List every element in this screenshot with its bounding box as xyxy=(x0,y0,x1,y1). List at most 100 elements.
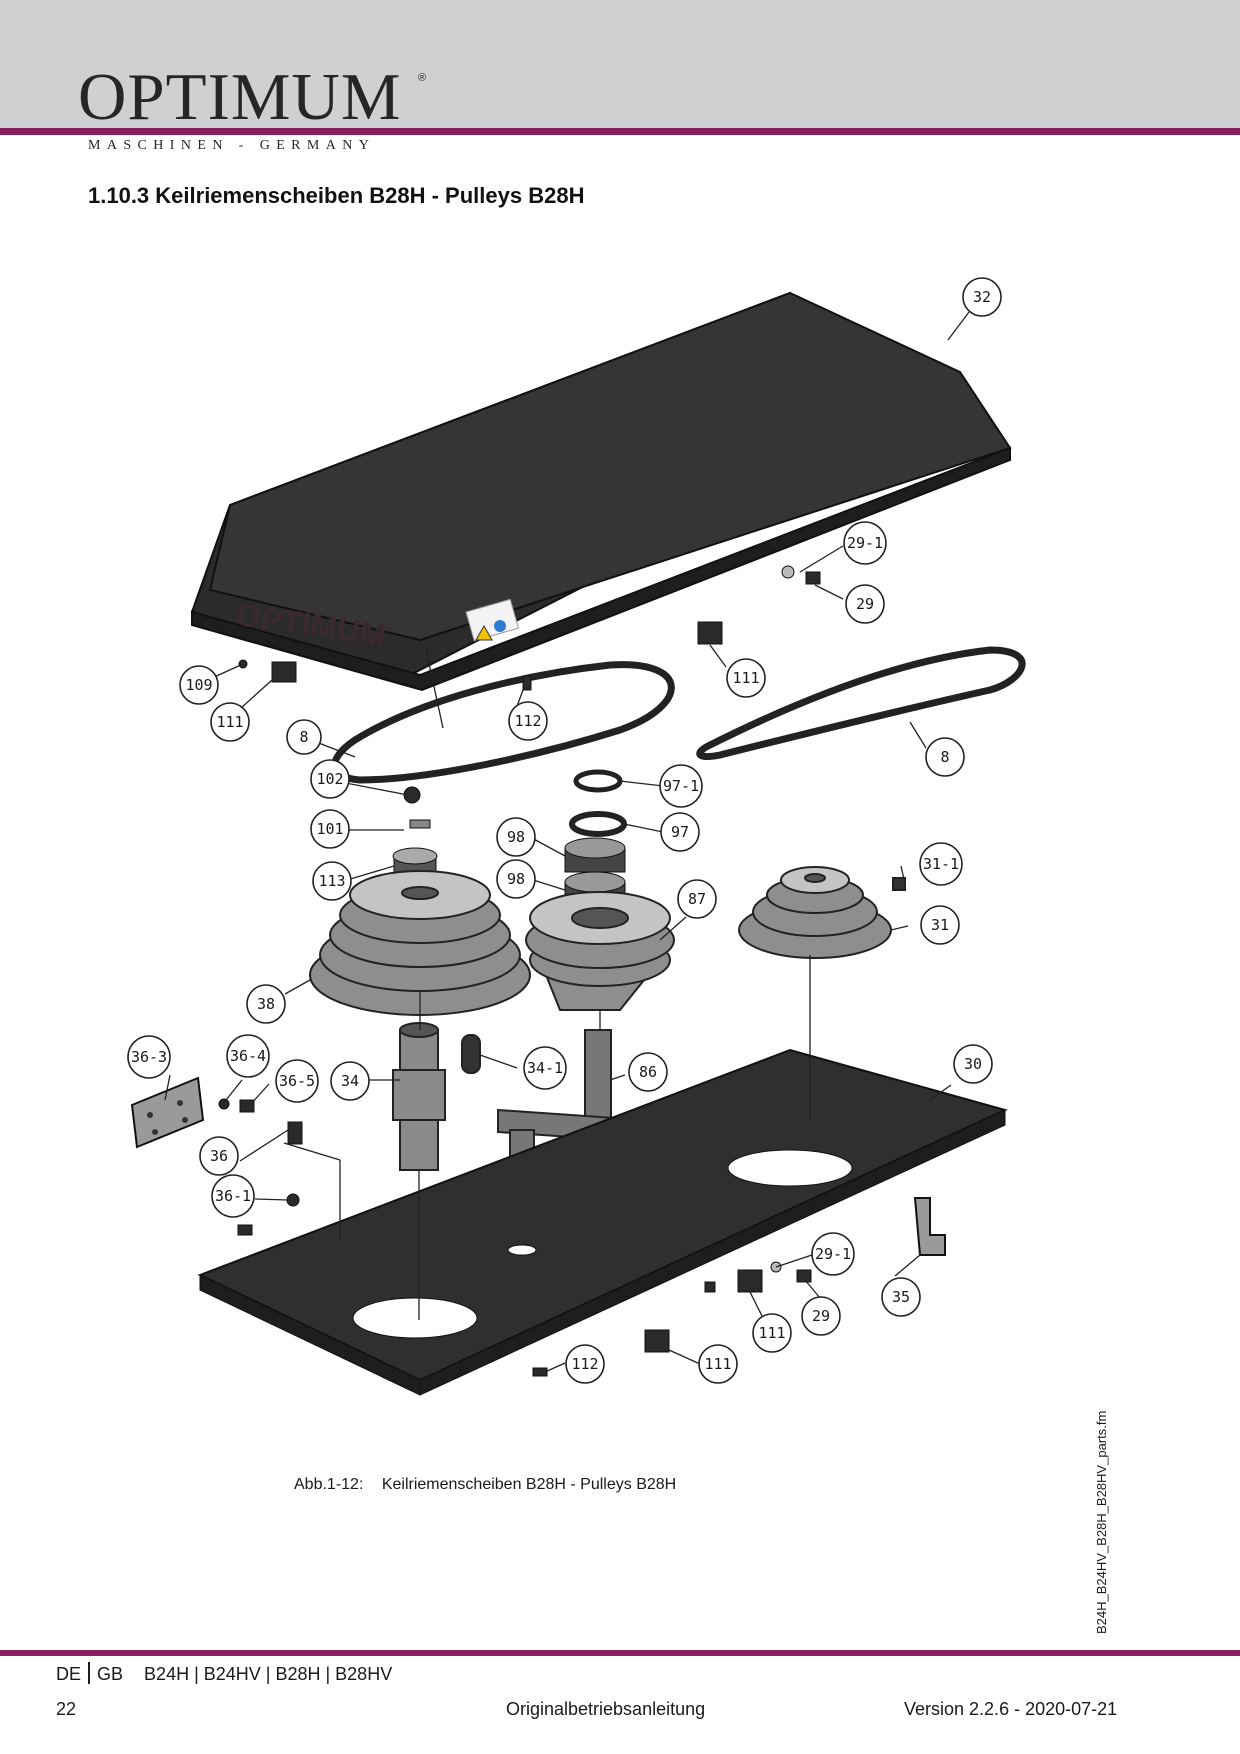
callout-circle xyxy=(628,1052,668,1092)
callout-label: 111 xyxy=(758,1324,785,1342)
callout-label: 29-1 xyxy=(815,1245,851,1263)
callout-circle xyxy=(801,1296,841,1336)
callout-circle xyxy=(179,665,219,705)
callout-label: 98 xyxy=(507,870,525,888)
source-filename: B24H_B24HV_B28H_B28HV_parts.fm xyxy=(1094,1410,1109,1634)
callout-label: 36-1 xyxy=(215,1187,251,1205)
callout-label: 29 xyxy=(856,595,874,613)
base-hardware xyxy=(218,1098,812,1377)
callout-label: 31 xyxy=(931,916,949,934)
base-plate xyxy=(197,1048,1008,1396)
footer-lang-separator xyxy=(88,1662,91,1684)
callout-circle xyxy=(811,1232,855,1276)
callout-circle xyxy=(919,842,963,886)
pulley-motor xyxy=(738,866,906,959)
footer-language-models: DE GB B24H | B24HV | B28H | B28HV xyxy=(56,1662,392,1685)
pulley-spindle xyxy=(497,891,675,1181)
callout-circle xyxy=(496,817,536,857)
callout-circle xyxy=(275,1059,319,1103)
section-title: 1.10.3 Keilriemenscheiben B28H - Pulleys… xyxy=(88,183,585,208)
callout-circle xyxy=(843,521,887,565)
cover-hardware xyxy=(238,565,821,829)
callout-label: 8 xyxy=(299,728,308,746)
callout-label: 30 xyxy=(964,1055,982,1073)
callout-label: 29 xyxy=(812,1307,830,1325)
callout-label: 97 xyxy=(671,823,689,841)
callout-label: 98 xyxy=(507,828,525,846)
header-band xyxy=(0,0,1240,128)
registered-mark: ® xyxy=(418,72,427,84)
callout-circle xyxy=(310,809,350,849)
callout-circle xyxy=(659,764,703,808)
footer-models: B24H | B24HV | B28H | B28HV xyxy=(144,1664,393,1684)
callout-circle xyxy=(312,861,352,901)
callout-circle xyxy=(845,584,885,624)
callout-label: 102 xyxy=(316,770,343,788)
callout-label: 101 xyxy=(316,820,343,838)
callout-circle xyxy=(508,701,548,741)
document-name: Originalbetriebsanleitung xyxy=(506,1699,706,1719)
callout-circle xyxy=(953,1044,993,1084)
page-number: 22 xyxy=(56,1699,77,1719)
exploded-parts-diagram: OPTIMUM xyxy=(127,277,1026,1396)
callout-label: 112 xyxy=(571,1355,598,1373)
callout-circle xyxy=(920,905,960,945)
callouts xyxy=(127,277,1002,1384)
callout-label: 112 xyxy=(514,712,541,730)
callout-label: 109 xyxy=(185,676,212,694)
callout-label: 31-1 xyxy=(923,855,959,873)
footer-lang-gb: GB xyxy=(97,1664,124,1684)
brand-logo: OPTIMUM xyxy=(78,60,402,134)
callout-circle xyxy=(660,812,700,852)
callout-circle xyxy=(226,1034,270,1078)
callout-label: 35 xyxy=(892,1288,910,1306)
brand-tagline: MASCHINEN - GERMANY xyxy=(88,138,376,153)
figure-caption: Abb.1-12: Keilriemenscheiben B28H - Pull… xyxy=(294,1476,676,1494)
callout-circle xyxy=(677,879,717,919)
top-cover: OPTIMUM xyxy=(190,291,1012,692)
bracket-35 xyxy=(913,1197,946,1256)
footer-lang-de: DE xyxy=(56,1664,82,1684)
callout-label: 34 xyxy=(341,1072,359,1090)
warning-triangle-icon xyxy=(475,624,493,641)
callout-label: 87 xyxy=(688,890,706,908)
figure-caption-text: Keilriemenscheiben B28H - Pulleys B28H xyxy=(381,1476,677,1493)
callout-label: 97-1 xyxy=(663,777,699,795)
warning-label xyxy=(465,598,520,642)
pulley-large xyxy=(309,870,531,1016)
callout-label: 36-3 xyxy=(131,1048,167,1066)
callout-labels: 32 29-1 29 111 109 111 112 8 8 102 97-1 … xyxy=(131,288,991,1373)
callout-circle xyxy=(210,702,250,742)
callout-label: 29-1 xyxy=(847,534,883,552)
callout-circle xyxy=(881,1277,921,1317)
callout-circle xyxy=(962,277,1002,317)
callout-label: 36 xyxy=(210,1147,228,1165)
callout-circle xyxy=(330,1061,370,1101)
callout-label: 36-4 xyxy=(230,1047,266,1065)
version-info: Version 2.2.6 - 2020-07-21 xyxy=(904,1699,1118,1719)
callout-circle xyxy=(246,984,286,1024)
callout-circle xyxy=(752,1313,792,1353)
callout-label: 8 xyxy=(940,748,949,766)
callout-label: 111 xyxy=(704,1355,731,1373)
callout-label: 36-5 xyxy=(279,1072,315,1090)
hinge xyxy=(130,1076,205,1149)
callout-circle xyxy=(726,658,766,698)
footer-rule xyxy=(0,1650,1240,1656)
callout-label: 86 xyxy=(639,1063,657,1081)
figure-caption-label: Abb.1-12: xyxy=(294,1476,364,1493)
callout-circle xyxy=(286,719,322,755)
callout-circle xyxy=(310,759,350,799)
callout-circle xyxy=(127,1035,171,1079)
callout-circle xyxy=(199,1136,239,1176)
callout-label: 111 xyxy=(216,713,243,731)
callout-circle xyxy=(523,1046,567,1090)
callout-label: 113 xyxy=(318,872,345,890)
v-belts xyxy=(331,646,1026,784)
callout-label: 111 xyxy=(732,669,759,687)
header-rule xyxy=(0,128,1240,135)
callout-circle xyxy=(698,1344,738,1384)
callout-circle xyxy=(565,1344,605,1384)
callout-circle xyxy=(211,1174,255,1218)
callout-label: 32 xyxy=(973,288,991,306)
